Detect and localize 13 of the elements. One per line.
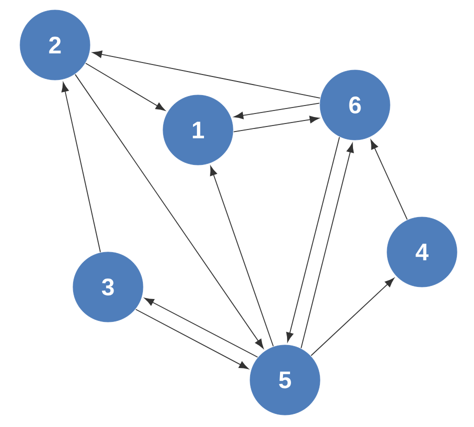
arrow <box>234 102 320 120</box>
arrow <box>300 143 354 349</box>
arrow <box>74 74 264 349</box>
arrow <box>144 298 258 358</box>
arrow <box>310 278 394 356</box>
arrow <box>85 62 166 111</box>
arrow <box>92 50 320 98</box>
arrow <box>286 136 340 342</box>
arrow <box>135 308 249 370</box>
arrow <box>62 82 101 253</box>
arrow <box>233 116 320 132</box>
arrow <box>210 166 274 347</box>
arrow <box>370 140 408 220</box>
